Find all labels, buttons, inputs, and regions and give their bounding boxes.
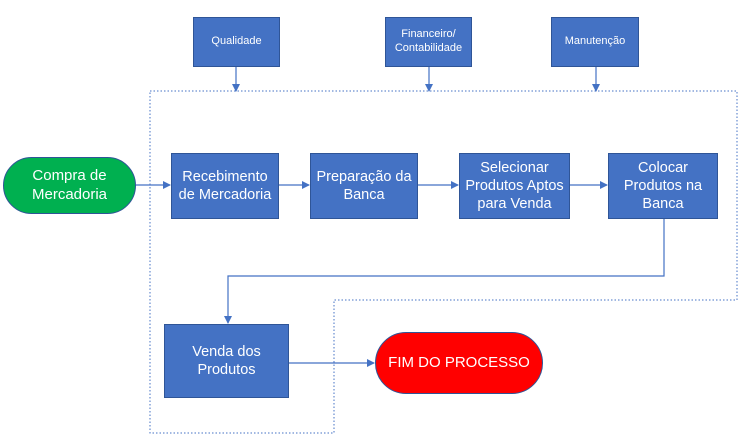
step-colocar: Colocar Produtos na Banca — [608, 153, 718, 219]
step-recebimento: Recebimento de Mercadoria — [171, 153, 279, 219]
dept-qualidade: Qualidade — [193, 17, 280, 67]
end-fim-do-processo: FIM DO PROCESSO — [375, 332, 543, 394]
start-compra-mercadoria: Compra de Mercadoria — [3, 157, 136, 214]
dept-manutencao: Manutenção — [551, 17, 639, 67]
step-selecionar: Selecionar Produtos Aptos para Venda — [459, 153, 570, 219]
process-boundary — [149, 90, 738, 434]
dept-financeiro-contabilidade: Financeiro/ Contabilidade — [385, 17, 472, 67]
step-venda: Venda dos Produtos — [164, 324, 289, 398]
arrow-colocar-to-venda — [224, 219, 665, 324]
step-preparacao: Preparação da Banca — [310, 153, 418, 219]
